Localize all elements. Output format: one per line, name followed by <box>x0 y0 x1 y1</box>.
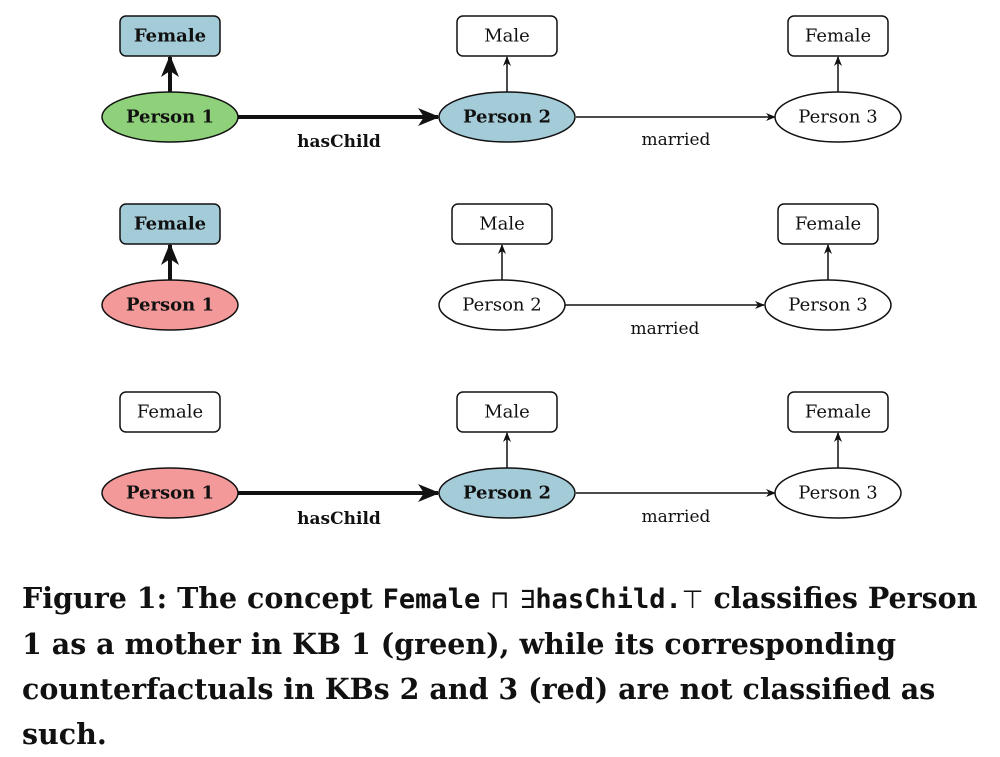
female-type-label-person3: Female <box>805 402 871 423</box>
person-2-node <box>438 467 576 519</box>
female-type-box-person3 <box>777 203 879 245</box>
person-1-node <box>101 91 239 143</box>
male-type-box <box>451 203 553 245</box>
person-3-node <box>774 467 902 519</box>
female-type-label: Female <box>134 26 206 47</box>
married-edge-label: married <box>642 130 711 150</box>
caption-text-rest: classifies Person 1 as a mother in KB 1 … <box>22 581 978 751</box>
male-type-label: Male <box>479 214 525 235</box>
female-type-box-person3 <box>787 15 889 57</box>
concept-dot: . <box>665 584 682 615</box>
person-1-node <box>101 467 239 519</box>
person-3-label: Person 3 <box>798 483 877 504</box>
male-type-label: Male <box>484 26 530 47</box>
male-type-box <box>456 15 558 57</box>
person-2-label: Person 2 <box>463 483 551 504</box>
person-2-node <box>438 279 566 331</box>
figure-caption: Figure 1: The concept Female ⊓ ∃hasChild… <box>22 576 982 757</box>
person-2-label: Person 2 <box>462 295 541 316</box>
person-2-label: Person 2 <box>463 107 551 128</box>
person-1-label: Person 1 <box>126 107 214 128</box>
person-1-label: Person 1 <box>126 295 214 316</box>
married-edge-label: married <box>642 507 711 527</box>
figure-label: Figure 1: <box>22 581 168 615</box>
person-1-label: Person 1 <box>126 483 214 504</box>
female-type-box-person3 <box>787 391 889 433</box>
male-type-label: Male <box>484 402 530 423</box>
kb-1-row: Female Male Female Person 1 Person 2 Per… <box>101 15 902 152</box>
person-3-label: Person 3 <box>788 295 867 316</box>
female-type-box <box>119 391 221 433</box>
concept-female: Female <box>382 584 481 615</box>
has-child-edge-label: hasChild <box>297 509 381 529</box>
female-type-label-person3: Female <box>805 26 871 47</box>
female-type-box <box>119 203 221 245</box>
intersection-symbol: ⊓ <box>490 585 510 614</box>
person-3-label: Person 3 <box>798 107 877 128</box>
person-3-node <box>764 279 892 331</box>
person-3-node <box>774 91 902 143</box>
kb-3-row: Female Male Female Person 1 Person 2 Per… <box>101 391 902 529</box>
concept-has-child: hasChild <box>535 584 666 615</box>
exists-symbol: ∃ <box>519 585 536 614</box>
person-1-node <box>101 279 239 331</box>
female-type-box <box>119 15 221 57</box>
female-type-label: Female <box>134 214 206 235</box>
person-2-node <box>438 91 576 143</box>
female-type-label-person3: Female <box>795 214 861 235</box>
married-edge-label: married <box>631 319 700 339</box>
has-child-edge-label: hasChild <box>297 132 381 152</box>
top-symbol: ⊤ <box>681 585 704 614</box>
male-type-box <box>456 391 558 433</box>
caption-text-start: The concept <box>177 581 373 615</box>
kb-diagram: Female Male Female Person 1 Person 2 Per… <box>101 15 902 529</box>
kb-2-row: Female Male Female Person 1 Person 2 Per… <box>101 203 892 339</box>
female-type-label: Female <box>137 402 203 423</box>
